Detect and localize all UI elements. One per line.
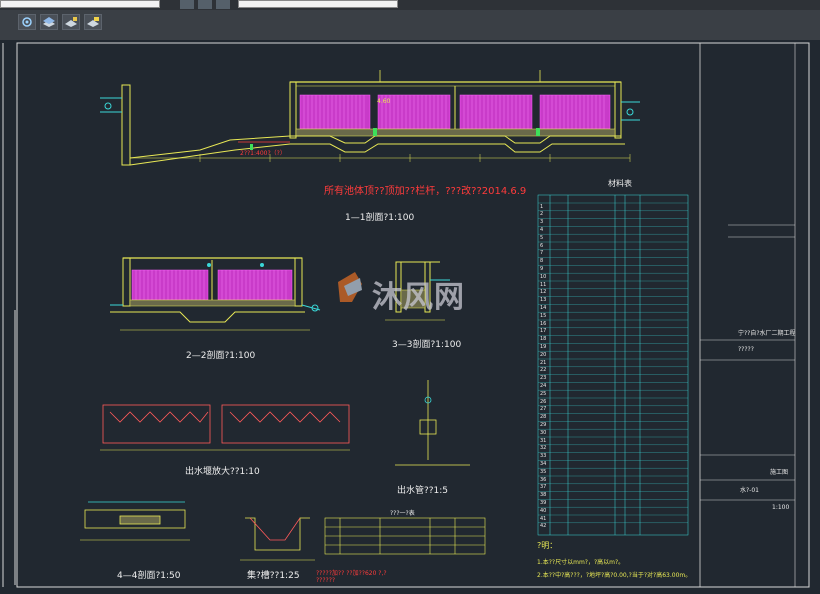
- red-note: 所有池体顶??顶加??栏杆，???改??2014.6.9: [324, 186, 527, 197]
- align-right-icon[interactable]: [198, 0, 212, 9]
- toolbar: [0, 0, 820, 40]
- material-row-number: 7: [540, 250, 544, 257]
- material-row-number: 32: [540, 445, 547, 452]
- outlet-pipe-drawing: [395, 380, 470, 466]
- section-1-drawing: [100, 70, 640, 166]
- material-row-number: 20: [540, 351, 547, 358]
- drawing-scale: 1:100: [772, 504, 790, 511]
- match-icon[interactable]: [62, 14, 80, 30]
- material-row-number: 34: [540, 460, 547, 467]
- small-table: [324, 517, 486, 555]
- material-row-number: 9: [540, 265, 544, 272]
- note-1: 1.本??尺寸以mm?，?高以m?。: [537, 559, 625, 566]
- section-1-title: 1—1剖面?1:100: [345, 213, 415, 223]
- note-2: 2.本??中?高???，?地坪?高?0.00,?当于?对?高63.00m。: [537, 572, 692, 579]
- outlet-weir-title: 出水堰放大??1:10: [185, 467, 260, 477]
- material-row-number: 12: [540, 289, 547, 296]
- material-row-number: 22: [540, 367, 547, 374]
- material-row-number: 31: [540, 437, 547, 444]
- section-2-title: 2—2剖面?1:100: [186, 351, 256, 361]
- material-row-number: 16: [540, 320, 547, 327]
- callout-bottom: 2??1:400?（?）: [240, 150, 286, 157]
- section-3-drawing: [385, 261, 450, 321]
- elev-top: 4.60: [377, 98, 391, 105]
- material-row-number: 37: [540, 484, 547, 491]
- drawing-stage: 施工图: [770, 469, 789, 476]
- material-row-number: 14: [540, 304, 547, 311]
- material-row-number: 19: [540, 343, 547, 350]
- material-row-number: 28: [540, 414, 547, 421]
- drawing-number: 水?-01: [740, 487, 759, 494]
- settings-icon[interactable]: [18, 14, 36, 30]
- material-row-number: 17: [540, 328, 547, 335]
- section-2-drawing: [110, 257, 321, 331]
- material-row-number: 4: [540, 226, 544, 233]
- material-row-number: 33: [540, 453, 547, 460]
- drawing-subtitle: ?????: [738, 346, 754, 353]
- cad-drawing: [2, 42, 810, 588]
- material-row-number: 25: [540, 390, 547, 397]
- material-table-rows: [538, 202, 688, 523]
- material-row-number: 24: [540, 382, 547, 389]
- material-row-number: 21: [540, 359, 547, 366]
- notes-title: ?明：: [537, 541, 558, 550]
- material-row-number: 27: [540, 406, 547, 413]
- drawing-canvas[interactable]: 所有池体顶??顶加??栏杆，???改??2014.6.9 1—1剖面?1:100…: [0, 40, 820, 590]
- red-note-2: ?????加?? ??加??620 ?,?: [316, 570, 387, 577]
- toolbar-top-row: [0, 0, 820, 10]
- material-row-number: 29: [540, 421, 547, 428]
- section-3-title: 3—3剖面?1:100: [392, 340, 462, 350]
- red-note-3: ??????: [316, 577, 336, 584]
- material-row-number: 42: [540, 523, 547, 530]
- material-row-number: 23: [540, 375, 547, 382]
- material-row-number: 8: [540, 258, 544, 265]
- project-name: 宁??自?水厂二期工程: [738, 330, 796, 337]
- section-4-title: 4—4剖面?1:50: [117, 571, 181, 581]
- material-row-number: 11: [540, 281, 547, 288]
- material-table-title: 材料表: [608, 179, 632, 188]
- watermark-logo: [338, 272, 362, 302]
- material-row-number: 39: [540, 499, 547, 506]
- material-row-number: 26: [540, 398, 547, 405]
- material-row-number: 2: [540, 211, 544, 218]
- material-row-number: 3: [540, 219, 544, 226]
- material-row-number: 13: [540, 297, 547, 304]
- small-table-title: ???一?表: [390, 510, 415, 517]
- material-row-number: 40: [540, 507, 547, 514]
- material-row-number: 41: [540, 515, 547, 522]
- material-row-number: 36: [540, 476, 547, 483]
- title-block: [700, 224, 795, 501]
- material-row-number: 38: [540, 492, 547, 499]
- align-icon[interactable]: [180, 0, 194, 9]
- material-table: [537, 194, 689, 536]
- material-row-number: 5: [540, 234, 544, 241]
- outlet-weir-drawing: [100, 404, 350, 451]
- material-row-number: 6: [540, 242, 544, 249]
- material-row-number: 30: [540, 429, 547, 436]
- list-icon[interactable]: [216, 0, 230, 9]
- weir-detail-drawing: [240, 517, 315, 561]
- material-row-number: 35: [540, 468, 547, 475]
- section-4-drawing: [80, 501, 190, 541]
- layer-icon[interactable]: [40, 14, 58, 30]
- material-row-number: 15: [540, 312, 547, 319]
- command-field[interactable]: [0, 0, 160, 8]
- watermark-text: 沐风网: [372, 280, 465, 315]
- outlet-pipe-title: 出水管??1:5: [397, 486, 449, 496]
- material-row-number: 10: [540, 273, 547, 280]
- style-field[interactable]: [238, 0, 398, 8]
- weir-detail-title: 集?槽??1:25: [247, 571, 300, 581]
- material-row-number: 18: [540, 336, 547, 343]
- folder-icon[interactable]: [84, 14, 102, 30]
- material-row-number: 1: [540, 203, 544, 210]
